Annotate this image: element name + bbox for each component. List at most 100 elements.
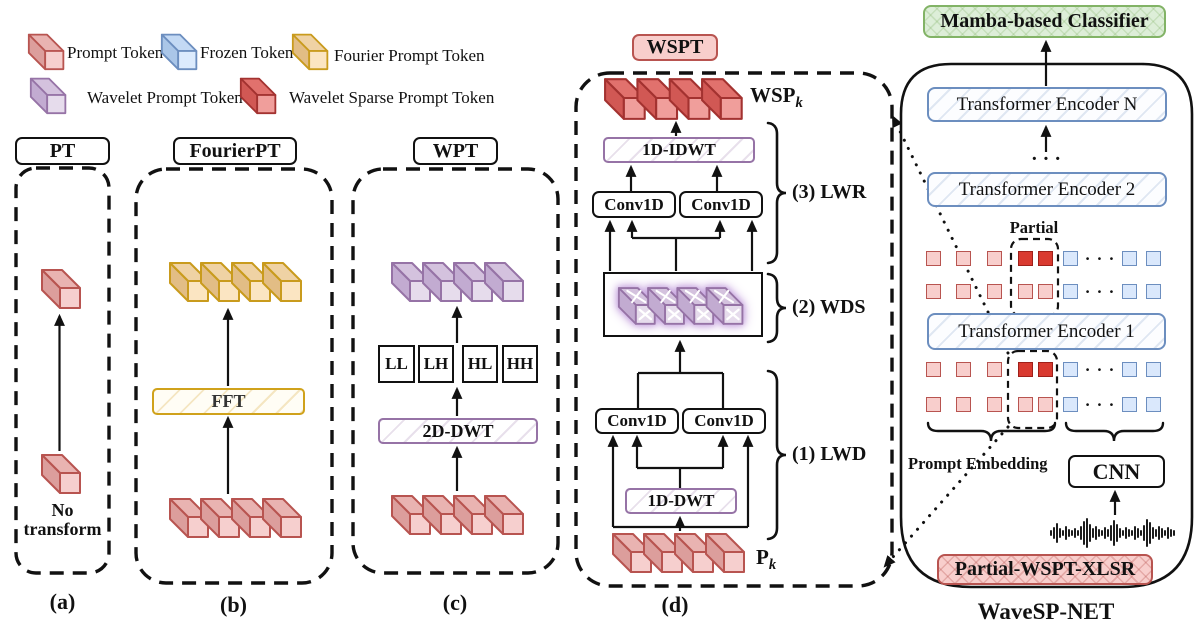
prompt-token-icon: [27, 30, 67, 72]
panel-c-dashed-outline: [351, 167, 560, 575]
token-square-row-1: · · ·: [926, 248, 1166, 268]
panel-a-token-bottom: [40, 451, 84, 495]
conv1d-box-upper-right: Conv1D: [679, 191, 763, 218]
transformer-encoder-n-box: Transformer Encoder N: [927, 87, 1167, 122]
prompt-token-square: [956, 283, 971, 299]
frozen-token-icon: [160, 30, 200, 72]
partial-dashed-box-top: [1009, 237, 1060, 318]
cnn-box: CNN: [1068, 455, 1165, 488]
waveform-icon: [1050, 518, 1175, 548]
partial-dashed-box-bottom: [1006, 349, 1059, 430]
panel-a-token-top: [40, 266, 84, 310]
subband-ll-box: LL: [378, 345, 415, 383]
frozen-token-square: [1146, 250, 1161, 266]
frozen-token-square: [1122, 250, 1137, 266]
prompt-token-square: [956, 396, 971, 412]
panel-b-fourier-token-row: [170, 263, 301, 301]
frozen-token-square: [1063, 361, 1078, 377]
panel-b-label: (b): [220, 592, 247, 617]
panel-d-arrows: [604, 120, 758, 531]
legend-label-prompt-token: Prompt Token: [67, 43, 164, 62]
dwt1d-box: 1D-DWT: [625, 488, 737, 514]
mamba-classifier-box: Mamba-based Classifier: [923, 5, 1166, 38]
frozen-token-square: [1063, 396, 1078, 412]
solid-red-token-square: [1018, 361, 1033, 377]
row-gap-dots: · · ·: [1084, 248, 1116, 268]
panel-abc-arrows: [54, 305, 463, 494]
partial-label: Partial: [1009, 218, 1059, 237]
prompt-token-square: [926, 361, 941, 377]
panel-d-output-token-row: [605, 79, 742, 119]
frozen-token-square: [1146, 396, 1161, 412]
prompt-token-square: [1038, 283, 1053, 299]
right-panel-arrows: [1040, 39, 1121, 515]
fourier-prompt-token-icon: [291, 30, 331, 72]
panel-c-title: WPT: [413, 137, 498, 165]
conv1d-box-lower-left: Conv1D: [595, 408, 679, 434]
panel-d-dashed-outline: [574, 71, 894, 588]
transformer-encoder-2-box: Transformer Encoder 2: [927, 172, 1167, 207]
dwt2d-box: 2D-DWT: [378, 418, 538, 444]
prompt-token-square: [1018, 396, 1033, 412]
frozen-token-square: [1063, 250, 1078, 266]
prompt-token-square: [1038, 396, 1053, 412]
panel-b-dashed-outline: [134, 167, 334, 585]
subband-hl-box: HL: [462, 345, 498, 383]
row-gap-dots: · · ·: [1084, 281, 1116, 301]
panel-a-note-line2: transform: [23, 519, 102, 540]
encoder-stack-dots: · · ·: [1030, 148, 1061, 170]
panel-d-input-label: Pk: [756, 545, 776, 574]
backbone-box: Partial-WSPT-XLSR: [937, 554, 1153, 585]
transformer-encoder-1-box: Transformer Encoder 1: [927, 313, 1166, 350]
stage-label-lwr: (3) LWR: [792, 181, 867, 203]
p-text: P: [756, 545, 769, 569]
prompt-token-square: [926, 396, 941, 412]
wavelet-sparse-prompt-token-icon: [239, 74, 279, 116]
panel-b-title: FourierPT: [173, 137, 297, 165]
wsp-sub: k: [795, 95, 803, 112]
prompt-token-square: [987, 361, 1002, 377]
panel-a-title: PT: [15, 137, 110, 165]
wsp-text: WSP: [750, 83, 796, 107]
wavelet-prompt-token-icon: [29, 74, 69, 116]
prompt-token-square: [1018, 283, 1033, 299]
right-panel-braces: [926, 421, 1165, 442]
panel-d-input-token-row: [613, 534, 744, 572]
token-square-row-3: · · ·: [926, 359, 1166, 379]
prompt-token-square: [926, 283, 941, 299]
prompt-token-square: [987, 283, 1002, 299]
panel-a-dashed-outline: [14, 166, 111, 575]
token-square-row-2: · · ·: [926, 281, 1166, 301]
row-gap-dots: · · ·: [1084, 359, 1116, 379]
conv1d-box-upper-left: Conv1D: [592, 191, 676, 218]
expansion-dotted-lines: [883, 115, 1010, 568]
fft-box: FFT: [152, 388, 305, 415]
p-sub: k: [768, 557, 777, 574]
wds-box: [603, 272, 763, 337]
legend-label-wavelet-sparse-prompt-token: Wavelet Sparse Prompt Token: [289, 88, 495, 107]
panel-b-prompt-token-row: [170, 499, 301, 537]
net-title: WaveSP-NET: [977, 599, 1115, 624]
panel-a-note-line1: No: [51, 500, 74, 520]
panel-c-label: (c): [442, 590, 468, 615]
idwt-box: 1D-IDWT: [603, 137, 755, 163]
panel-a-note: No transform: [15, 500, 110, 540]
frozen-token-square: [1122, 361, 1137, 377]
subband-hh-box: HH: [502, 345, 538, 383]
prompt-token-square: [926, 250, 941, 266]
prompt-token-square: [956, 250, 971, 266]
frozen-token-square: [1122, 283, 1137, 299]
panel-d-braces: [766, 121, 787, 541]
prompt-token-square: [987, 396, 1002, 412]
frozen-token-square: [1063, 283, 1078, 299]
solid-red-token-square: [1038, 361, 1053, 377]
panel-c-prompt-token-row: [392, 496, 523, 534]
conv1d-box-lower-right: Conv1D: [682, 408, 766, 434]
panel-d-label: (d): [661, 592, 689, 617]
panel-a-label: (a): [49, 589, 76, 614]
row-gap-dots: · · ·: [1084, 394, 1116, 414]
prompt-embedding-label: Prompt Embedding: [908, 454, 1048, 473]
panel-d-title: WSPT: [632, 34, 718, 61]
prompt-token-square: [987, 250, 1002, 266]
